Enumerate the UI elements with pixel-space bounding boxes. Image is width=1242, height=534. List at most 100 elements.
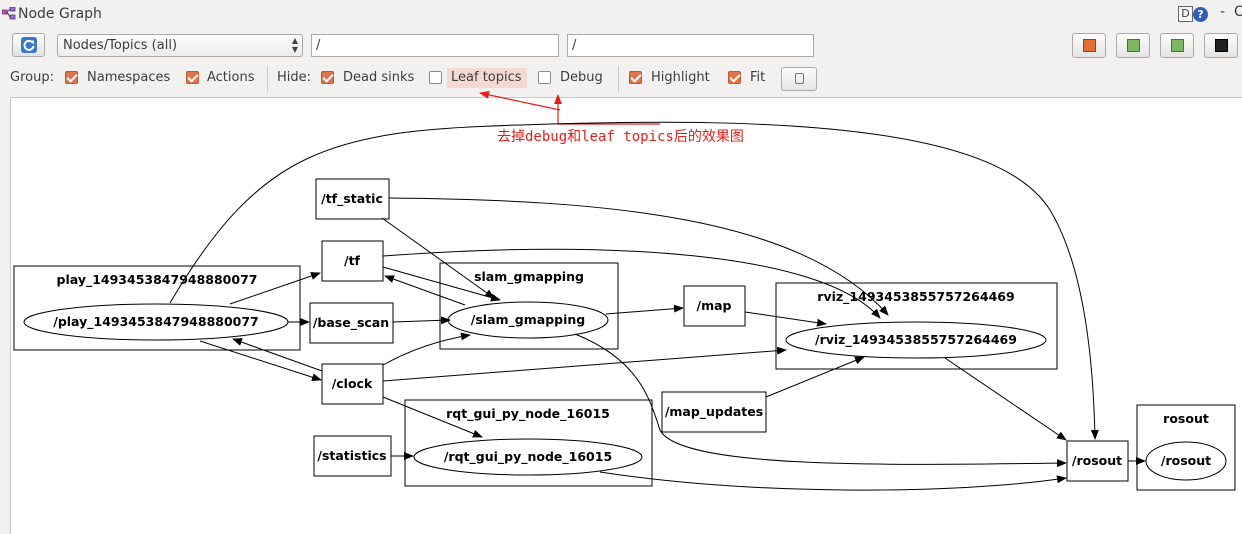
topic-tf[interactable] (321, 240, 384, 282)
folder-icon (1083, 39, 1096, 52)
topic-label-clock: /clock (332, 376, 373, 391)
node-label-rqt: /rqt_gui_py_node_16015 (444, 449, 612, 465)
namespace-filter-input[interactable]: / (311, 34, 559, 57)
topic-label-map: /map (697, 298, 732, 313)
leaf-topics-checkbox[interactable] (429, 71, 442, 84)
docs-icon[interactable]: D (1178, 6, 1193, 22)
edge-clock-rqt (382, 396, 483, 438)
topic-map[interactable] (683, 285, 746, 327)
edge-play-clock (199, 340, 322, 382)
node-label-play: /play_1493453847948880077 (53, 314, 259, 330)
refresh-button[interactable] (12, 33, 45, 57)
save-dot-button[interactable] (1116, 33, 1150, 58)
leaf-topics-highlight (447, 68, 527, 88)
annotation-text: 去掉debug和leaf topics后的效果图 (497, 129, 744, 145)
edge-play-tf (229, 272, 321, 305)
highlight-label[interactable]: Highlight (651, 70, 710, 85)
edge-slam-tf (384, 275, 466, 306)
fit-in-view-button[interactable] (781, 67, 817, 91)
actions-checkbox[interactable] (186, 71, 199, 84)
namespaces-label[interactable]: Namespaces (87, 70, 171, 85)
topic-label-rosout: /rosout (1072, 453, 1122, 468)
group-label: Group: (10, 70, 54, 85)
dead-sinks-label[interactable]: Dead sinks (343, 70, 415, 85)
cluster-label-rqt: rqt_gui_py_node_16015 (446, 406, 610, 422)
cluster-rqt (404, 399, 653, 487)
node-label-slam: /slam_gmapping (471, 312, 585, 328)
divider (618, 66, 619, 92)
screenshot-button[interactable] (1204, 33, 1238, 58)
edge-play-rosout (169, 121, 1099, 440)
minimize-button[interactable]: - (1220, 4, 1226, 20)
edge-tf-slam (382, 266, 501, 302)
edge-tfstatic-slam (381, 217, 495, 299)
leaf-topics-label[interactable]: Leaf topics (451, 70, 522, 85)
edge-tf-rviz (382, 248, 881, 319)
node-rviz[interactable] (785, 321, 1047, 359)
node-rqt[interactable] (413, 438, 643, 476)
help-buttons[interactable]: D? (1178, 6, 1208, 22)
debug-checkbox[interactable] (538, 71, 551, 84)
topic-filter-input[interactable]: / (567, 34, 814, 57)
cluster-slam (439, 262, 619, 350)
edge-rviz-rosout (944, 357, 1067, 441)
node-rosout[interactable] (1145, 441, 1227, 481)
dead-sinks-checkbox[interactable] (321, 71, 334, 84)
topic-clock[interactable] (321, 363, 384, 405)
save-svg-icon (1171, 39, 1184, 52)
cluster-rviz (775, 282, 1058, 370)
topic-label-base-scan: /base_scan (313, 315, 389, 331)
app-icon (2, 7, 16, 20)
topic-statistics[interactable] (313, 435, 392, 477)
topic-base-scan[interactable] (309, 302, 394, 344)
debug-label[interactable]: Debug (560, 70, 603, 85)
edge-tfstatic-rviz (388, 197, 889, 316)
namespaces-checkbox[interactable] (65, 71, 78, 84)
topic-label-map-updates: /map_updates (665, 404, 763, 420)
edge-rqt-rosout (599, 471, 1067, 491)
cluster-label-rviz: rviz_1493453855757264469 (817, 289, 1014, 305)
cluster-play (13, 265, 301, 351)
edge-slam-map (605, 304, 684, 315)
node-label-rosout: /rosout (1161, 453, 1211, 468)
screenshot-icon (1215, 39, 1228, 52)
close-button[interactable]: C (1234, 4, 1242, 20)
edge-clock-play (232, 338, 323, 372)
combo-arrows-icon: ▲▼ (291, 36, 298, 54)
edge-mapupdates-rviz (765, 356, 865, 398)
actions-label[interactable]: Actions (207, 70, 255, 85)
graph-mode-value: Nodes/Topics (all) (63, 38, 178, 53)
save-dot-icon (1127, 39, 1140, 52)
fit-label[interactable]: Fit (750, 70, 766, 85)
fit-icon (795, 73, 804, 84)
cluster-rosout (1136, 404, 1236, 491)
highlight-checkbox[interactable] (629, 71, 642, 84)
annotation-arrow-debug (554, 94, 660, 125)
topic-label-tf: /tf (344, 253, 361, 268)
edge-map-rviz (744, 311, 827, 327)
topic-label-statistics: /statistics (317, 448, 386, 463)
edge-slam-rosout (574, 333, 1067, 468)
cluster-label-rosout: rosout (1163, 411, 1209, 426)
help-icon[interactable]: ? (1193, 6, 1208, 22)
cluster-label-slam: slam_gmapping (474, 269, 584, 285)
graph-mode-select[interactable]: Nodes/Topics (all) ▲▼ (57, 34, 303, 57)
window-title: Node Graph (18, 6, 102, 22)
fit-checkbox[interactable] (728, 71, 741, 84)
edge-clock-rviz (382, 346, 787, 382)
topic-label-tf-static: /tf_static (321, 191, 383, 207)
topic-map-updates[interactable] (661, 391, 767, 433)
topic-rosout[interactable] (1066, 440, 1129, 482)
save-svg-button[interactable] (1160, 33, 1194, 58)
annotation-arrow-leaf (479, 90, 561, 111)
edge-clock-slam (382, 332, 471, 366)
refresh-icon (21, 37, 37, 53)
cluster-label-play: play_1493453847948880077 (57, 272, 258, 288)
load-dot-button[interactable] (1072, 33, 1106, 58)
topic-tf-static[interactable] (315, 178, 390, 220)
edge-basescan-slam (392, 316, 451, 325)
title-bar: Node Graph D? - C (0, 0, 1242, 30)
node-label-rviz: /rviz_1493453855757264469 (815, 332, 1017, 348)
divider (267, 66, 268, 92)
